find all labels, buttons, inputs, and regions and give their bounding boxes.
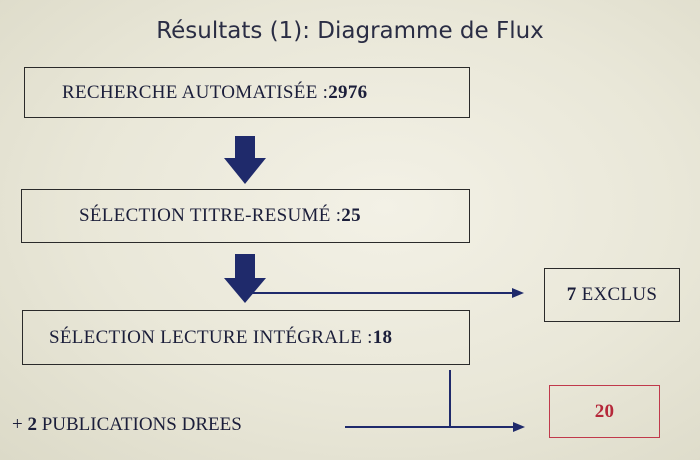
publications-label: + 2 PUBLICATIONS DREES (12, 414, 242, 436)
titre-resume-box: SÉLECTION TITRE-RESUMÉ : 25 (21, 189, 470, 243)
exclus-label: EXCLUS (576, 284, 658, 305)
titre-resume-label: SÉLECTION TITRE-RESUMÉ : (79, 205, 342, 226)
exclus-box: 7 EXCLUS (544, 268, 680, 322)
recherche-label: RECHERCHE AUTOMATISÉE : (62, 81, 329, 103)
publications-count: 2 (27, 414, 37, 435)
down-arrow-1 (224, 136, 266, 184)
lecture-box: SÉLECTION LECTURE INTÉGRALE : 18 (22, 310, 470, 365)
final-connector (345, 422, 525, 432)
exclus-count: 7 (566, 284, 577, 305)
exclusion-connector (250, 288, 524, 298)
page-title: Résultats (1): Diagramme de Flux (156, 18, 544, 44)
lecture-label: SÉLECTION LECTURE INTÉGRALE : (49, 326, 373, 348)
recherche-count: 2976 (328, 81, 368, 103)
final-count: 20 (594, 400, 615, 422)
final-count-box: 20 (549, 385, 660, 438)
publications-text: PUBLICATIONS DREES (36, 414, 242, 435)
lecture-count: 18 (372, 326, 393, 348)
down-arrow-2 (224, 254, 266, 303)
publications-prefix: + (12, 414, 28, 435)
titre-resume-count: 25 (341, 205, 361, 226)
recherche-box: RECHERCHE AUTOMATISÉE : 2976 (24, 67, 470, 118)
